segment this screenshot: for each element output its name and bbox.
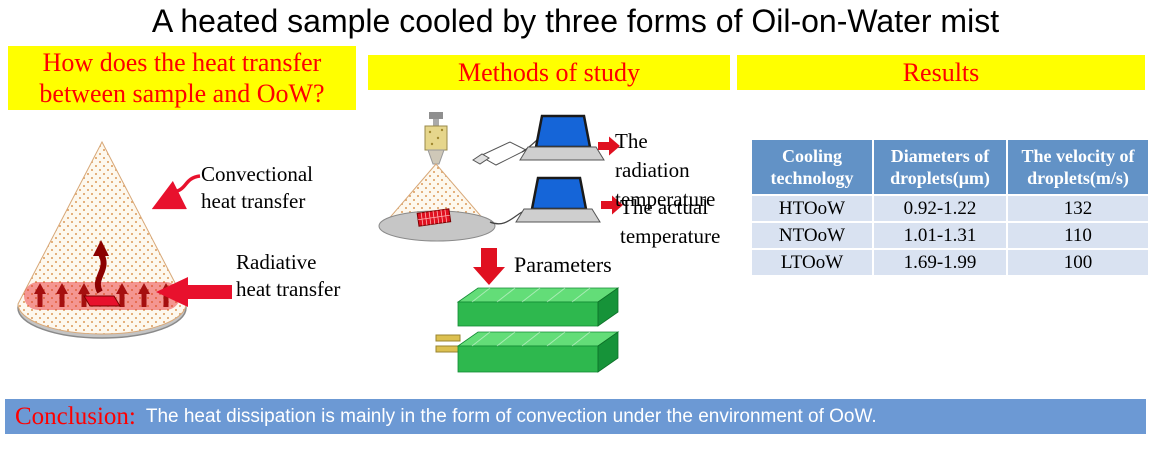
conclusion-label: Conclusion: (15, 402, 136, 430)
heated-sample-icon (416, 208, 452, 227)
parameters-label: Parameters (514, 252, 612, 277)
methods-header-text: Methods of study (458, 57, 640, 87)
experiment-setup-illustration (378, 112, 623, 373)
conclusion-bar: Conclusion: The heat dissipation is main… (5, 399, 1146, 434)
radiation-temp-arrow-icon (598, 136, 620, 156)
heat-transfer-illustration (17, 140, 232, 339)
radiation-block-arrow-icon (156, 277, 232, 307)
table-cell-technology: NTOoW (752, 223, 872, 248)
laptop-icon (489, 176, 601, 225)
table-header-diameter: Diameters of droplets(μm) (874, 140, 1006, 194)
specimen-blocks-icon (435, 287, 620, 373)
actual-temperature-label: The actual temperature (620, 195, 721, 248)
radiation-temperature-label: The radiation temperature (615, 129, 716, 211)
rising-heat-arrow-icon (93, 240, 109, 294)
results-header-text: Results (902, 57, 980, 87)
hot-sample-icon (83, 295, 121, 307)
section-header-results: Results (737, 55, 1145, 90)
table-header-velocity: The velocity of droplets(m/s) (1008, 140, 1148, 194)
page-title: A heated sample cooled by three forms of… (151, 3, 1000, 39)
spray-nozzle-icon (424, 112, 448, 165)
conclusion-text: The heat dissipation is mainly in the fo… (145, 405, 877, 427)
table-cell-technology: LTOoW (752, 250, 872, 275)
table-cell-technology: HTOoW (752, 196, 872, 221)
section-header-methods: Methods of study (368, 55, 730, 90)
radiation-label: Radiative heat transfer (236, 250, 341, 301)
table-cell-diameter: 1.69-1.99 (874, 250, 1006, 275)
question-header-text: How does the heat transfer between sampl… (39, 48, 325, 108)
table-cell-velocity: 100 (1008, 250, 1148, 275)
laptop-icon (519, 114, 605, 161)
convection-pointer-arrow-icon (151, 174, 201, 210)
table-cell-velocity: 132 (1008, 196, 1148, 221)
table-cell-diameter: 1.01-1.31 (874, 223, 1006, 248)
parameters-arrow-icon (473, 248, 505, 285)
table-cell-velocity: 110 (1008, 223, 1148, 248)
table-cell-diameter: 0.92-1.22 (874, 196, 1006, 221)
actual-temp-arrow-icon (601, 195, 623, 215)
section-header-question: How does the heat transfer between sampl… (8, 46, 356, 110)
results-table: Cooling technology Diameters of droplets… (752, 140, 1148, 275)
table-header-cooling: Cooling technology (752, 140, 872, 194)
convection-label: Convectional heat transfer (201, 162, 313, 213)
